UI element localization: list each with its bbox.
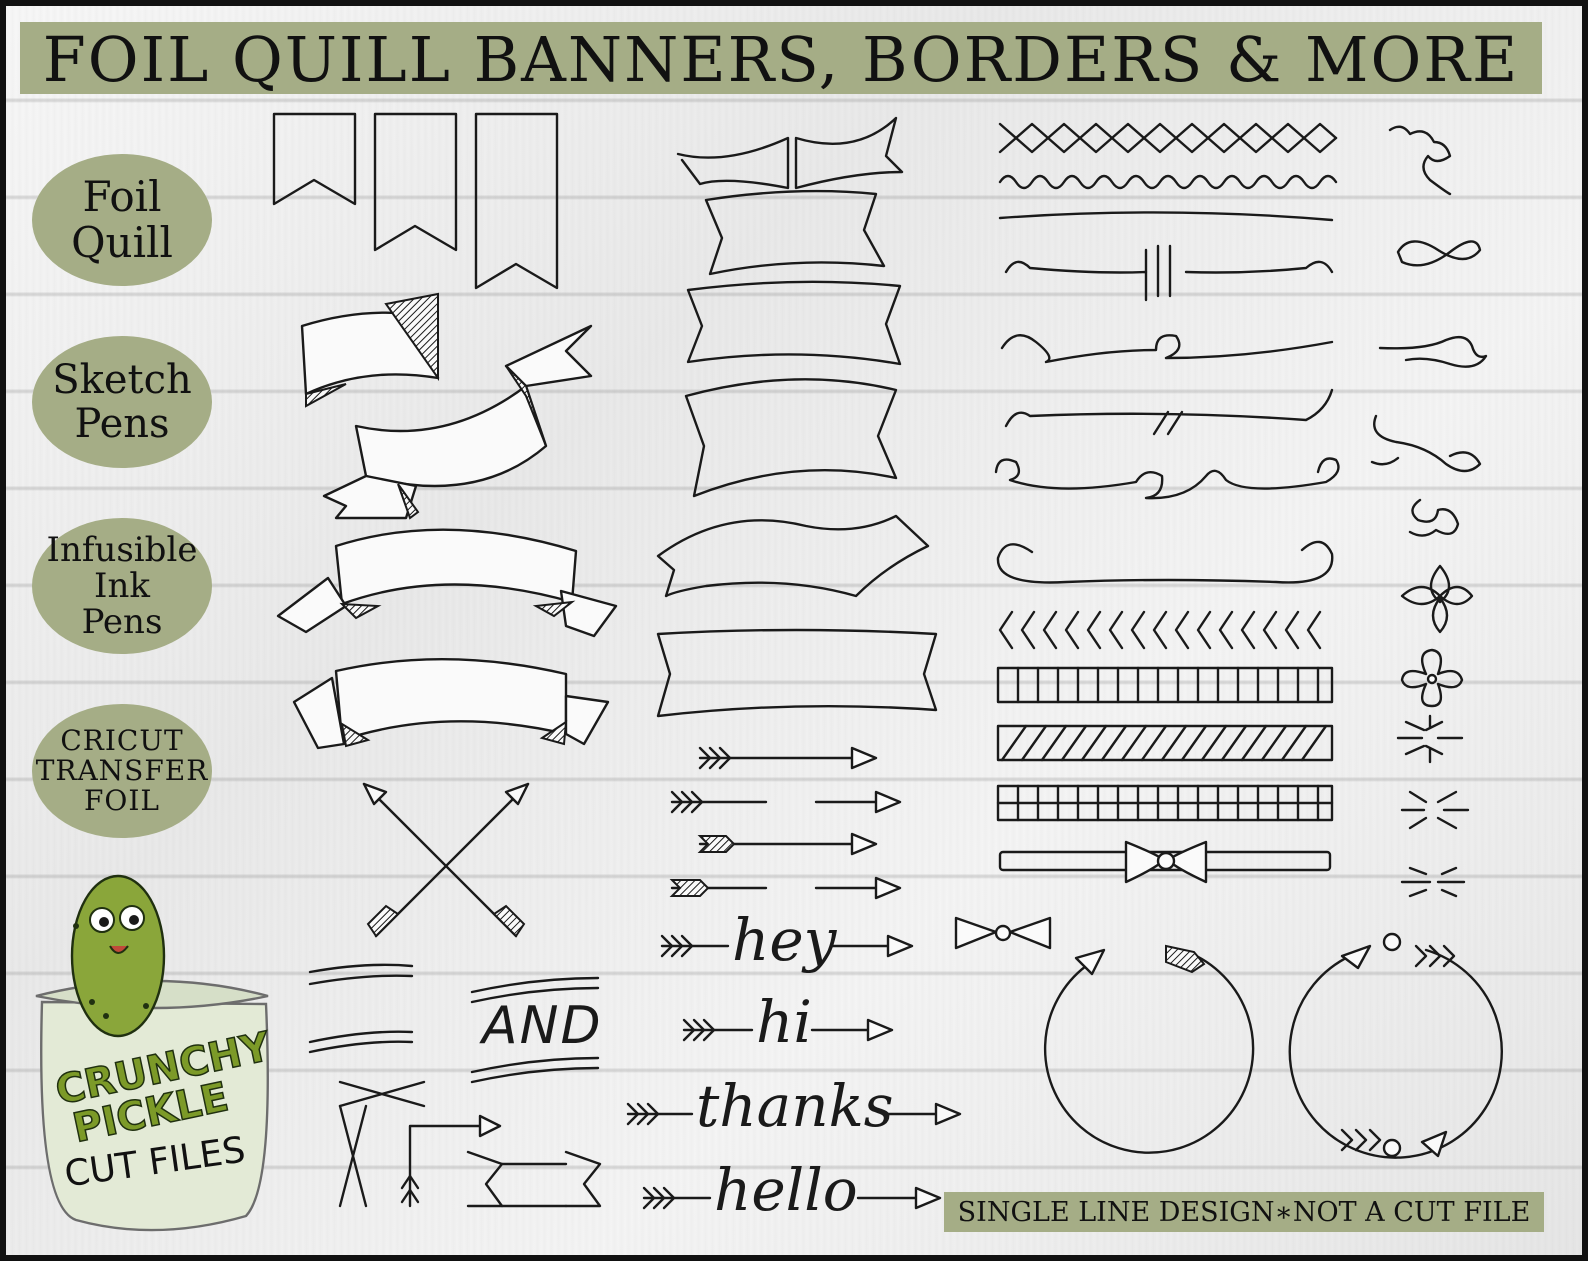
- slash-flourish-divider: [1004, 388, 1334, 436]
- footer-note: SINGLE LINE DESIGN∗NOT A CUT FILE: [957, 1197, 1531, 1228]
- wave-scroll-border: [998, 174, 1338, 190]
- tool-label: Quill: [71, 218, 173, 267]
- tool-label: Pens: [81, 602, 163, 642]
- flourish-quatrefoil-2: [1400, 648, 1464, 708]
- tool-label: Infusible: [46, 530, 198, 570]
- tool-label: TRANSFER: [35, 754, 209, 787]
- tally-flourish-divider: [1004, 244, 1334, 302]
- arrow-divider-4: [669, 876, 902, 900]
- title-banner: FOIL QUILL BANNERS, BORDERS & MORE: [20, 22, 1542, 96]
- footer-note-badge: SINGLE LINE DESIGN∗NOT A CUT FILE: [944, 1192, 1544, 1232]
- arched-ribbon-banner-2: [292, 658, 610, 750]
- double-line-divider: [308, 963, 600, 1084]
- word-arrow-hello-lines: [642, 1186, 942, 1210]
- word-thanks: thanks: [696, 1072, 894, 1140]
- elbow-arrow: [400, 1114, 502, 1208]
- flourish-swirl-2: [1370, 414, 1482, 473]
- ribbon-banner-tails-3: [684, 378, 898, 498]
- diagonal-stripe-border: [996, 724, 1334, 762]
- small-ribbon-banner: [466, 1150, 602, 1208]
- tool-label: FOIL: [83, 784, 161, 817]
- arrow-divider-2: [670, 790, 902, 814]
- circle-arrow-frame-2: [1288, 932, 1503, 1159]
- split-wave-banner: [676, 116, 904, 190]
- cross-stitch-corner: [338, 1080, 426, 1208]
- flourish-infinity: [1396, 240, 1482, 267]
- scroll-banner-ribbon: [322, 324, 593, 520]
- burst-lines-1: [1396, 714, 1464, 764]
- tool-label: Sketch: [52, 357, 192, 403]
- arrow-divider-3: [697, 832, 878, 856]
- cross-stitch-border: [998, 122, 1338, 154]
- word-arrow-hey-lines: [660, 934, 914, 958]
- tool-label: Foil: [82, 172, 162, 221]
- large-swirl-divider: [996, 540, 1334, 584]
- flat-ribbon-banner: [656, 628, 938, 718]
- swoosh-divider: [998, 211, 1334, 222]
- curl-flourish-divider: [1000, 334, 1334, 364]
- flowing-wave-banner: [656, 514, 930, 598]
- word-hi: hi: [756, 988, 812, 1056]
- arrow-divider-1: [698, 746, 878, 770]
- grid-border: [996, 784, 1334, 822]
- flourish-swirl-1: [1378, 335, 1488, 368]
- ribbon-banner-tails-2: [686, 280, 902, 366]
- bow-tie-border: [998, 840, 1332, 884]
- crunchy-pickle-logo: CRUNCHY PICKLE CUT FILES: [24, 876, 294, 1236]
- word-hey: hey: [732, 906, 837, 974]
- circle-arrow-frame-1: [1043, 944, 1255, 1154]
- pennant-flag-long: [474, 112, 559, 290]
- tool-label: CRICUT: [60, 724, 184, 757]
- ladder-border: [996, 666, 1334, 704]
- burst-lines-3: [1400, 866, 1466, 898]
- scroll-ornament-divider: [994, 457, 1340, 500]
- burst-lines-2: [1400, 790, 1470, 830]
- pennant-flag-medium: [373, 112, 458, 252]
- tool-label: Ink: [94, 566, 150, 606]
- arched-ribbon-banner-1: [276, 528, 618, 638]
- flourish-curl-1: [1388, 125, 1452, 196]
- page-title: FOIL QUILL BANNERS, BORDERS & MORE: [42, 23, 1520, 96]
- word-arrow-thanks-lines: [626, 1102, 962, 1126]
- flourish-swirl-3: [1408, 498, 1460, 537]
- ribbon-banner-tails-1: [704, 189, 886, 276]
- crossed-arrows: [362, 782, 530, 938]
- design-elements: [35, 112, 1503, 1232]
- word-hello: hello: [714, 1156, 858, 1224]
- flourish-quatrefoil-1: [1400, 564, 1474, 634]
- word-and: AND: [482, 996, 603, 1056]
- scroll-banner-curled: [300, 292, 440, 408]
- pennant-flag-short: [272, 112, 357, 206]
- chevron-border: [998, 610, 1322, 650]
- word-arrow-hi-lines: [682, 1018, 894, 1042]
- tool-label: Pens: [74, 401, 170, 447]
- bow-tie-small: [954, 916, 1052, 950]
- pickle-jar-logo-art: [35, 874, 269, 1232]
